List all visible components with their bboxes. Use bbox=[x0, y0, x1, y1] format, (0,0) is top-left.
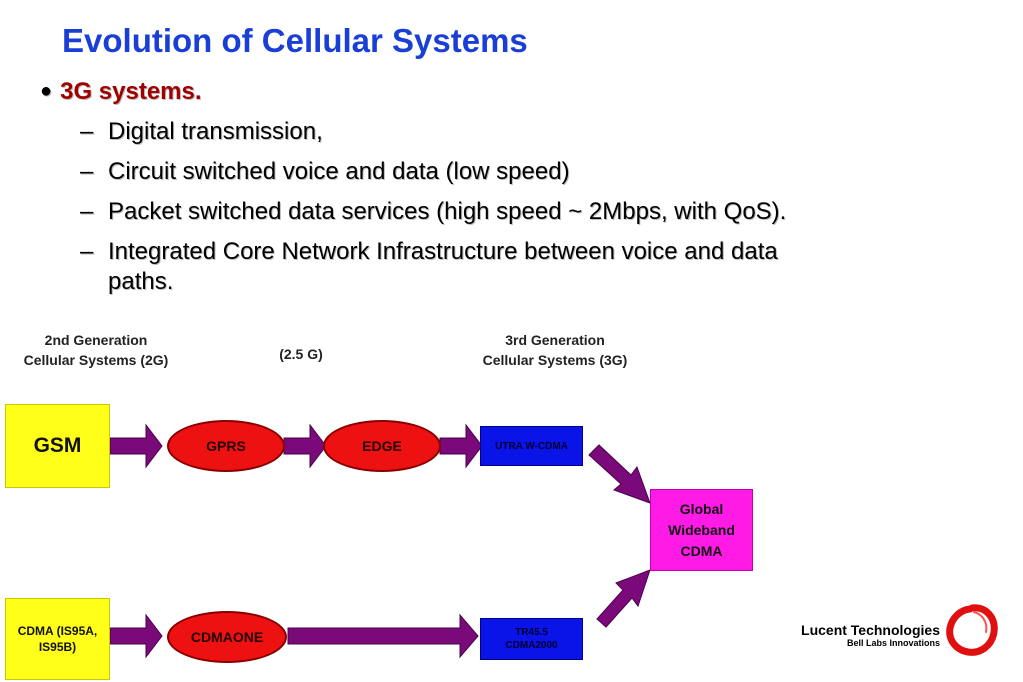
bullet-dot-icon: ● bbox=[40, 80, 53, 102]
subpoint-4: –Integrated Core Network Infrastructure … bbox=[80, 238, 778, 265]
arrow-cdma-to-cdmaone bbox=[109, 613, 163, 659]
lucent-logo-text: Lucent Technologies Bell Labs Innovation… bbox=[760, 622, 940, 648]
arrow-gprs-to-edge bbox=[283, 423, 327, 469]
logo-tagline: Bell Labs Innovations bbox=[846, 638, 940, 648]
node-cdmaone: CDMAONE bbox=[167, 611, 287, 663]
bullet-label: 3G systems. bbox=[60, 78, 202, 105]
bullet-3g-systems: ● 3G systems. bbox=[40, 78, 202, 106]
subpoint-2: –Circuit switched voice and data (low sp… bbox=[80, 158, 570, 185]
node-gsm: GSM bbox=[5, 404, 110, 488]
header-3g: 3rd Generation Cellular Systems (3G) bbox=[482, 332, 628, 368]
slide-title: Evolution of Cellular Systems bbox=[62, 22, 528, 59]
logo-company-name: Lucent Technologies bbox=[801, 622, 940, 638]
node-edge: EDGE bbox=[323, 420, 441, 472]
arrow-tr455-to-global bbox=[596, 569, 651, 628]
dash-icon: – bbox=[80, 158, 94, 185]
arrow-edge-to-utra bbox=[439, 423, 483, 469]
node-gprs: GPRS bbox=[167, 420, 285, 472]
header-2g: 2nd Generation Cellular Systems (2G) bbox=[23, 332, 169, 368]
arrow-cdmaone-to-tr455 bbox=[287, 613, 479, 659]
subpoint-4-continued: paths. bbox=[108, 268, 174, 295]
node-tr455-cdma2000: TR45.5 CDMA2000 bbox=[480, 618, 583, 660]
subpoint-1: –Digital transmission, bbox=[80, 118, 323, 145]
dash-icon: – bbox=[80, 118, 94, 145]
node-utra-w-cdma: UTRA W-CDMA bbox=[480, 426, 583, 466]
dash-icon: – bbox=[80, 238, 94, 265]
arrow-utra-to-global bbox=[588, 444, 651, 504]
node-global-wideband-cdma: Global Wideband CDMA bbox=[650, 489, 753, 571]
header-2-5g: (2.5 G) bbox=[279, 346, 323, 362]
node-cdma-is95: CDMA (IS95A, IS95B) bbox=[5, 598, 110, 680]
dash-icon: – bbox=[80, 198, 94, 225]
arrow-gsm-to-gprs bbox=[109, 423, 163, 469]
lucent-innovation-ring-icon bbox=[946, 604, 998, 656]
subpoint-3: –Packet switched data services (high spe… bbox=[80, 198, 787, 225]
